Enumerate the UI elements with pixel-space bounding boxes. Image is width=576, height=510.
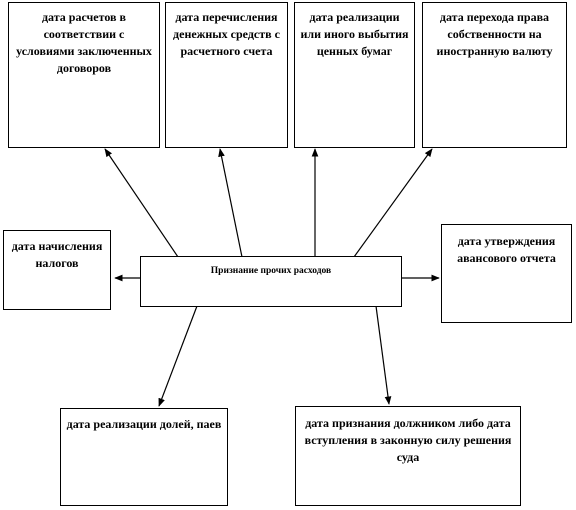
court-date-box: дата признания должником либо дата вступ… bbox=[295, 406, 521, 506]
report-date-box: дата утверждения авансового отчета bbox=[441, 224, 572, 323]
tax-date-box: дата начисления налогов bbox=[3, 230, 111, 310]
center-expenses-box: Признание прочих расходов bbox=[140, 256, 402, 307]
court-date-label: дата признания должником либо дата вступ… bbox=[304, 416, 512, 464]
report-date-label: дата утверждения авансового отчета bbox=[457, 234, 556, 265]
center-expenses-label: Признание прочих расходов bbox=[210, 266, 332, 276]
arrow-to-settlement bbox=[104, 148, 179, 258]
currency-date-box: дата перехода права собственности на ино… bbox=[422, 2, 567, 148]
tax-date-label: дата начисления налогов bbox=[11, 239, 103, 270]
arrow-to-currency bbox=[353, 148, 433, 258]
transfer-date-label: дата перечисления денежных средств с рас… bbox=[173, 10, 280, 58]
securities-date-label: дата реализации или иного выбытия ценных… bbox=[300, 10, 409, 58]
arrow-to-shares bbox=[158, 305, 198, 407]
arrow-to-transfer bbox=[218, 148, 243, 258]
currency-date-label: дата перехода права собственности на ино… bbox=[436, 10, 553, 58]
shares-date-box: дата реализации долей, паев bbox=[60, 408, 228, 506]
shares-date-label: дата реализации долей, паев bbox=[66, 417, 222, 431]
transfer-date-box: дата перечисления денежных средств с рас… bbox=[165, 2, 288, 148]
securities-date-box: дата реализации или иного выбытия ценных… bbox=[294, 2, 415, 148]
arrow-to-court bbox=[375, 305, 392, 405]
settlement-date-box: дата расчетов в соответствии с условиями… bbox=[8, 2, 160, 148]
settlement-date-label: дата расчетов в соответствии с условиями… bbox=[16, 10, 152, 75]
